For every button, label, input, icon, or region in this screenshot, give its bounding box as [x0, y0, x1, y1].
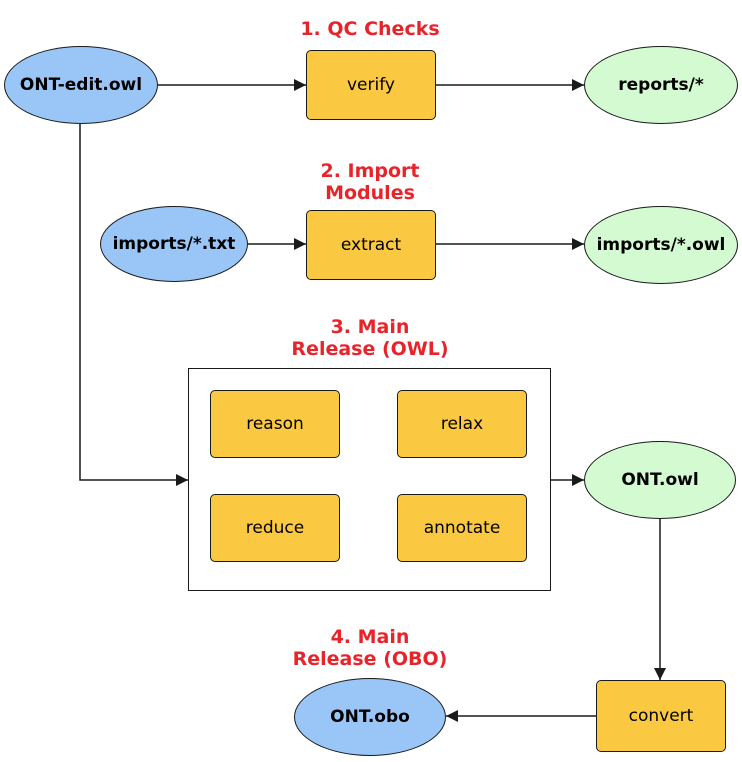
- section-title-main-obo: 4. Main Release (OBO): [270, 626, 470, 670]
- section-title-line: Modules: [325, 182, 415, 204]
- node-imports-owl: imports/*.owl: [584, 206, 738, 284]
- node-reduce: reduce: [210, 494, 340, 562]
- section-title-main-owl: 3. Main Release (OWL): [270, 316, 470, 360]
- section-title-line: 3. Main: [330, 316, 410, 338]
- node-annotate: annotate: [397, 494, 527, 562]
- node-relax: relax: [397, 390, 527, 458]
- section-title-qc-checks: 1. QC Checks: [300, 18, 440, 40]
- section-title-line: 2. Import: [320, 160, 420, 182]
- node-ont-obo: ONT.obo: [294, 678, 446, 756]
- node-reason: reason: [210, 390, 340, 458]
- node-ont-edit-owl: ONT-edit.owl: [4, 46, 158, 124]
- section-title-line: Release (OBO): [292, 648, 448, 670]
- section-title-import-modules: 2. Import Modules: [290, 160, 450, 204]
- node-verify: verify: [306, 50, 436, 120]
- node-imports-txt: imports/*.txt: [100, 206, 248, 282]
- edge-ont-edit-to-main-release: [79, 124, 188, 486]
- node-reports: reports/*: [584, 46, 738, 124]
- node-convert: convert: [596, 680, 726, 752]
- section-title-line: Release (OWL): [291, 338, 449, 360]
- node-extract: extract: [306, 210, 436, 280]
- section-title-line: 4. Main: [330, 626, 410, 648]
- node-ont-owl: ONT.owl: [584, 441, 736, 519]
